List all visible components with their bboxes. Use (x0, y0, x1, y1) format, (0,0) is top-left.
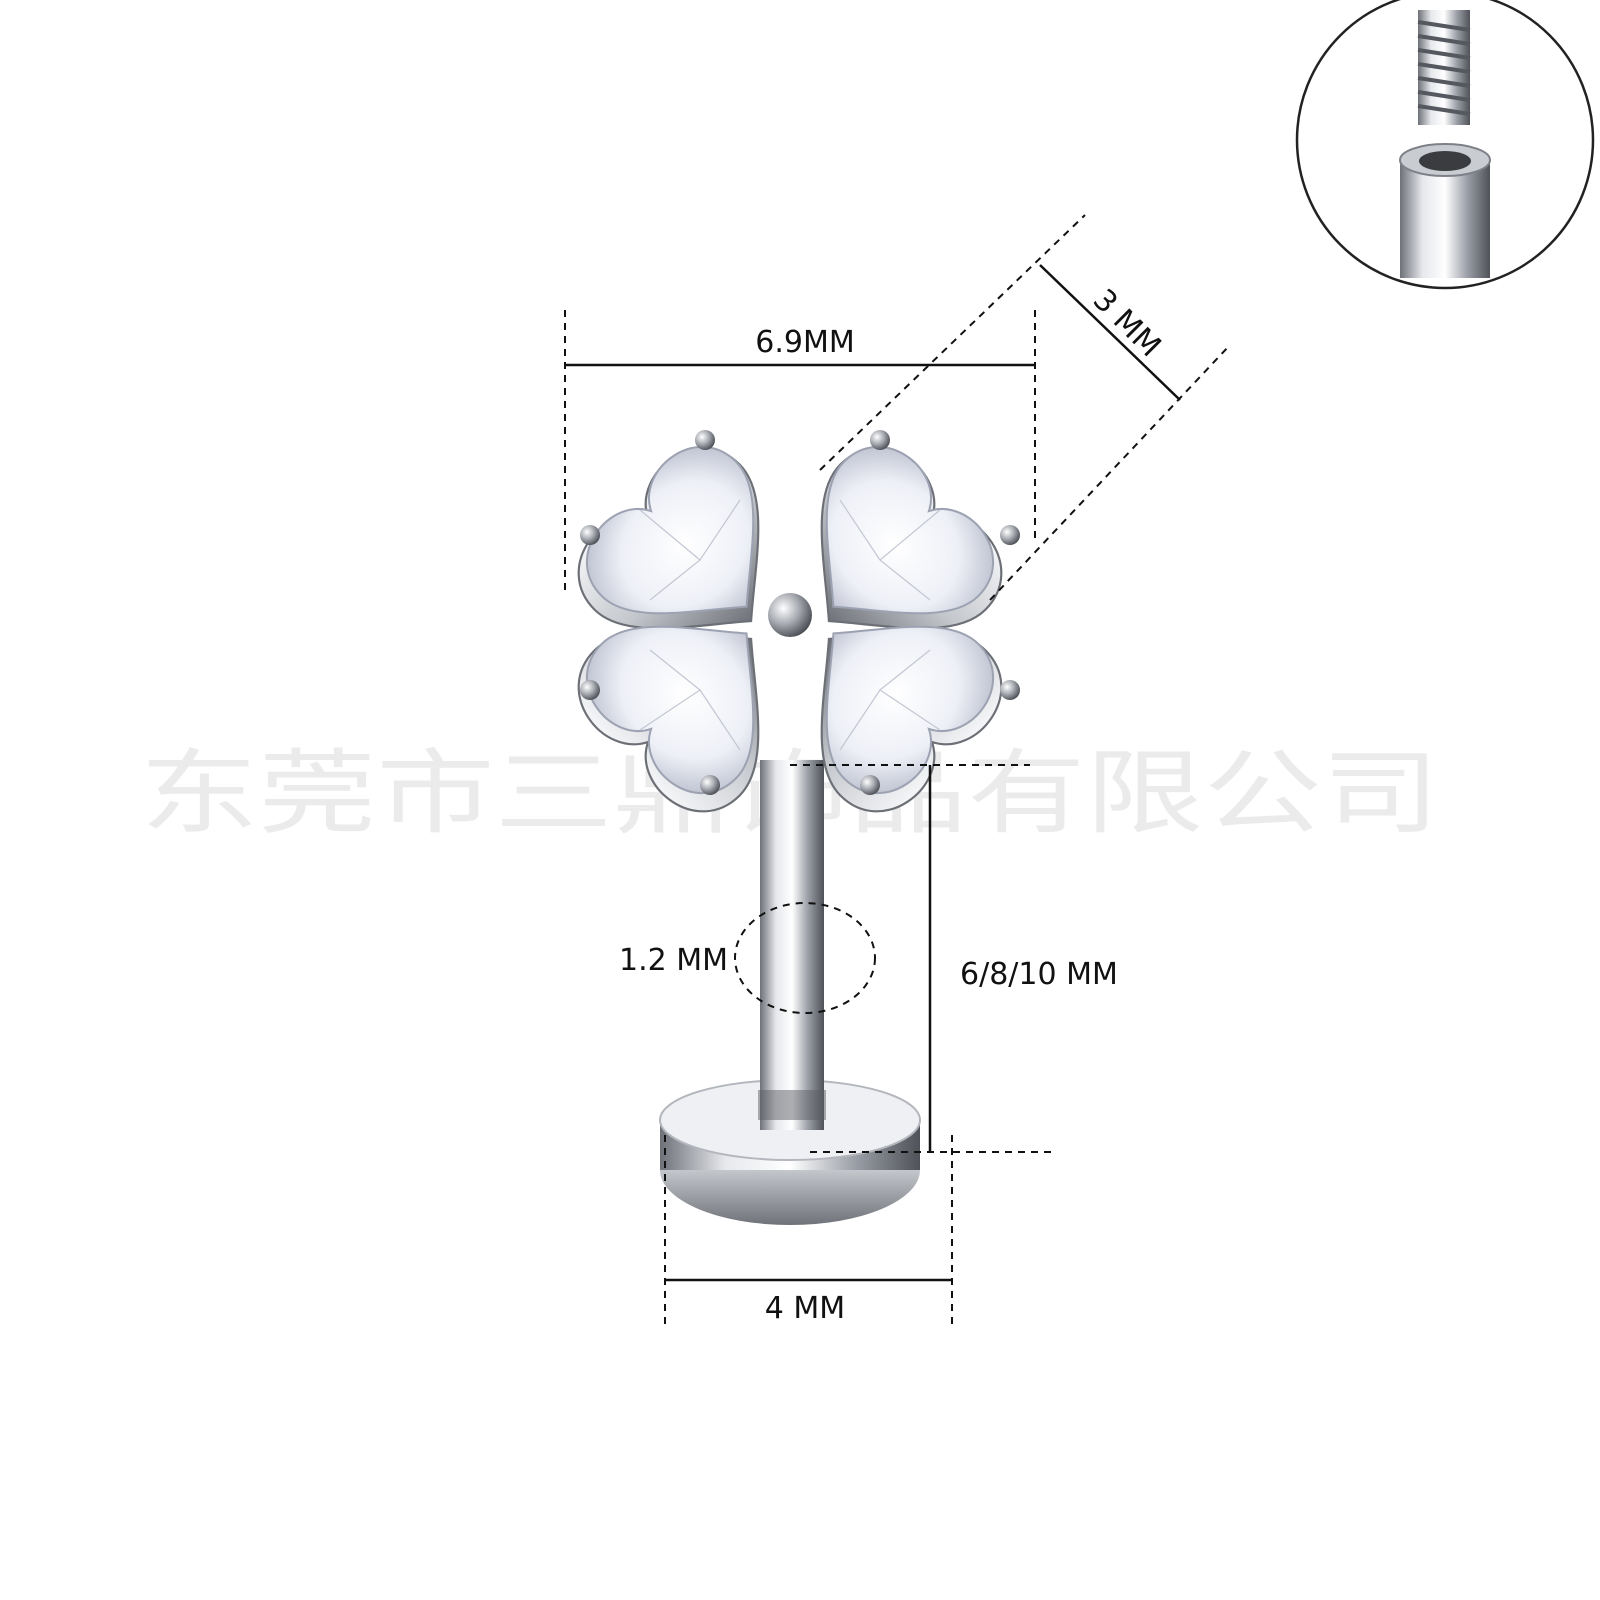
labret-pin (758, 760, 826, 1130)
label-base-width: 4 MM (765, 1291, 845, 1326)
label-pin-length: 6/8/10 MM (960, 957, 1118, 992)
dimension-base-width: 4 MM (664, 1135, 953, 1326)
clover-top (555, 425, 1025, 835)
center-ball (768, 593, 812, 637)
label-thickness: 3 MM (1086, 282, 1168, 364)
dimension-pin-diameter: 1.2 MM (619, 902, 876, 1014)
thread-detail-inset (1295, 0, 1595, 290)
label-pin-diameter: 1.2 MM (619, 943, 728, 978)
threaded-screw-icon (1417, 10, 1471, 125)
dimension-pin-length: 6/8/10 MM (790, 764, 1118, 1153)
dimension-top-width: 6.9MM (564, 310, 1036, 590)
threaded-socket-icon (1399, 143, 1491, 278)
label-top-width: 6.9MM (755, 325, 854, 360)
